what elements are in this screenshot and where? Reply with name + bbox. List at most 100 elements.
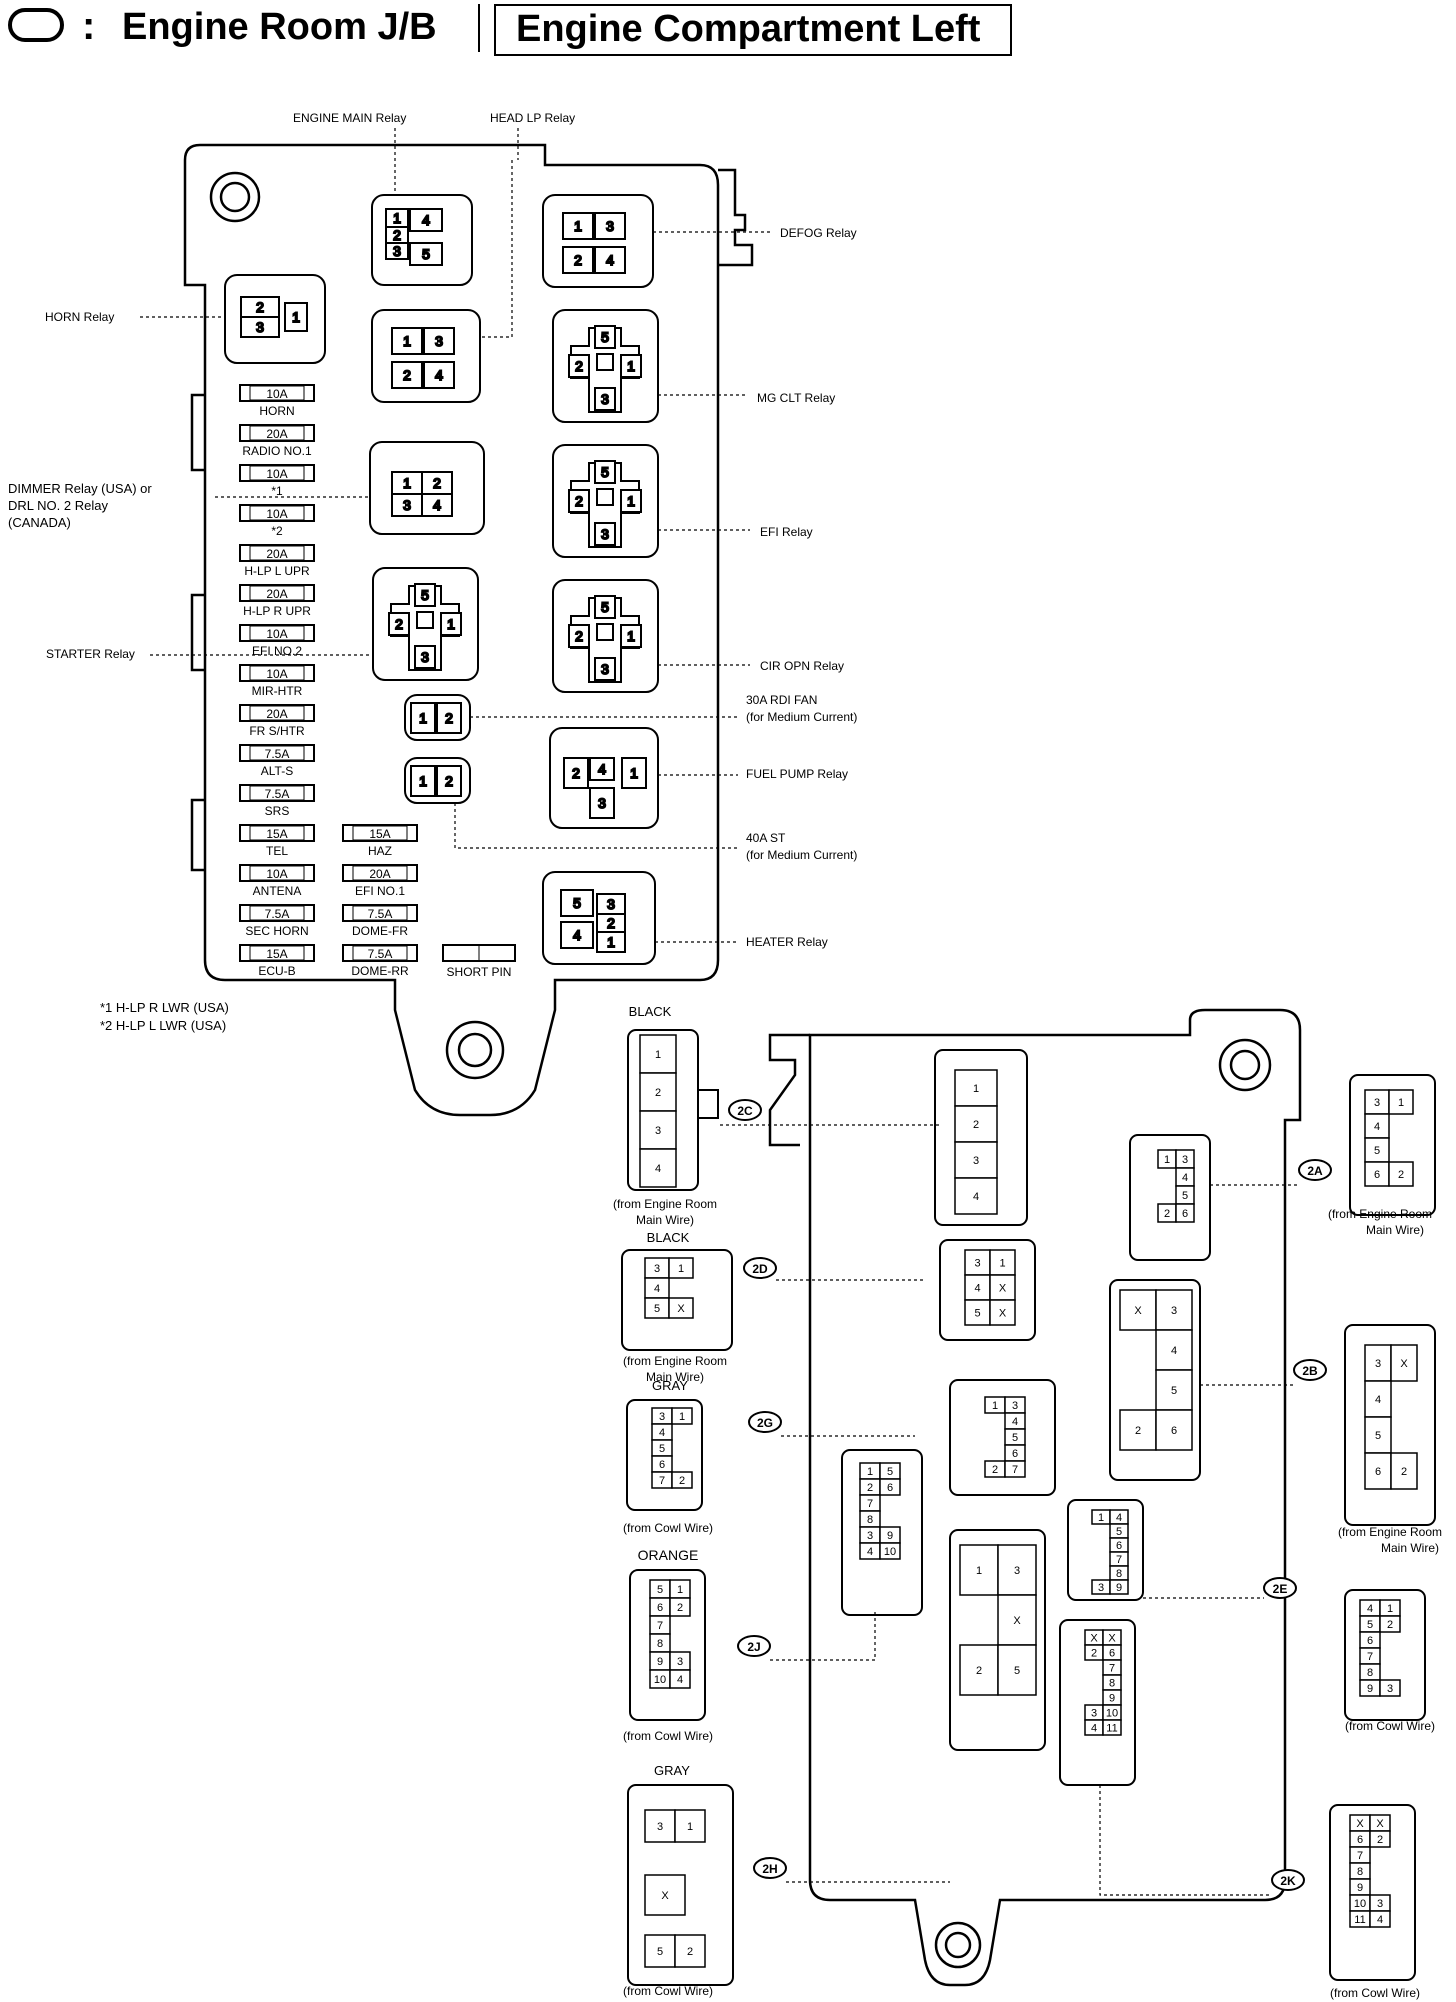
connector-2h-low-pin-label: 5 <box>657 1946 663 1958</box>
fuse-fr-s-htr-inner <box>249 705 305 721</box>
badge-2g: 2G <box>748 1411 782 1433</box>
connector-2b-from-2: Main Wire) <box>1381 1541 1439 1555</box>
connector-2b-pin-label: 2 <box>1401 1466 1407 1478</box>
fuse-dome-rr-amp: 7.5A <box>368 947 393 961</box>
fuse-alt-s-body <box>239 744 315 762</box>
jb-socket-2a-pin-label: 4 <box>1182 1172 1188 1184</box>
connector-2k-pin-label: 6 <box>1357 1834 1363 1846</box>
jb-socket-2d-pin-label: X <box>999 1308 1007 1320</box>
cir-opn-relay-pin-box <box>594 595 616 619</box>
lower-jb-hole-a-outer <box>1218 1038 1272 1092</box>
jb-socket-2h-pin-label: 1 <box>976 1565 982 1577</box>
jb-socket-2g-pin-label: 4 <box>1012 1416 1018 1428</box>
jb-socket-2c-pin <box>954 1177 998 1215</box>
jb-socket-2c-pin-label: 3 <box>973 1155 979 1167</box>
connector-2e-pin-label: 6 <box>1367 1635 1373 1647</box>
fuel-pump-relay-pin-box <box>589 757 615 781</box>
fuel-pump-relay-pin-label: 3 <box>598 795 606 811</box>
head-lp-relay-pin-label: 4 <box>435 367 443 383</box>
fuse-mir-htr-amp: 10A <box>266 667 287 681</box>
fuse-fr-s-htr-body <box>239 704 315 722</box>
badge-2c-oval <box>728 1099 762 1121</box>
jb-socket-2h-pin <box>959 1544 999 1596</box>
heater-relay-pin-box <box>596 931 626 953</box>
fuse-dome-fr-inner <box>352 905 408 921</box>
connector-2d-pin-label: 1 <box>678 1263 684 1275</box>
fuse-antena-amp: 10A <box>266 867 287 881</box>
fuse-sec-horn-amp: 7.5A <box>265 907 290 921</box>
connector-2a-pin-label: 2 <box>1398 1169 1404 1181</box>
jb-socket-2k-pin-label: 6 <box>1109 1648 1115 1660</box>
jb-socket-2a-pin-label: 5 <box>1182 1190 1188 1202</box>
connector-2b-pin-label: 6 <box>1375 1466 1381 1478</box>
badge-2j: 2J <box>737 1635 771 1657</box>
st-fuse-outline <box>404 757 471 804</box>
fuse--1-name: *1 <box>271 484 283 498</box>
fuse-efi-no-2-amp: 10A <box>266 627 287 641</box>
jb-socket-2h-pin-label: 2 <box>976 1665 982 1677</box>
fuse--2: 10A*2 <box>239 504 315 538</box>
dimmer-relay-pin-box <box>421 493 453 517</box>
badge-2g-text: 2G <box>757 1416 773 1430</box>
jb-socket-2a-pin-label: 6 <box>1182 1208 1188 1220</box>
engine-main-relay-pin-label: 1 <box>393 210 401 226</box>
defog-relay-pin-label: 2 <box>574 252 582 268</box>
fuse--1-amp: 10A <box>266 467 287 481</box>
connector-2b-pin <box>1364 1416 1392 1454</box>
horn-relay-pin-label: 3 <box>256 319 264 335</box>
upper-jb-outline <box>183 143 720 1117</box>
fuel-pump-relay-outline <box>549 727 659 829</box>
jb-socket-2g-pin-label: 3 <box>1012 1400 1018 1412</box>
jb-socket-2a-pin <box>1175 1203 1195 1223</box>
connector-2a-pin <box>1364 1137 1390 1163</box>
lower-mount-hole-outer <box>445 1020 505 1080</box>
connector-2k-leader <box>1099 1785 1272 1896</box>
horn-relay: 231 <box>224 274 326 364</box>
cir-opn-relay-outline <box>552 579 659 693</box>
connector-2c-pin-label: 2 <box>655 1087 661 1099</box>
fuse-radio-no-1-inner <box>249 425 305 441</box>
connector-2k-pin <box>1369 1910 1391 1928</box>
jb-socket-2j-pin-label: 3 <box>867 1530 873 1542</box>
mg-clt-relay-cross <box>570 327 640 413</box>
connector-2g-pin-label: 2 <box>679 1475 685 1487</box>
connector-2h-from: (from Cowl Wire) <box>623 1984 713 1998</box>
st-fuse-pin-box <box>410 765 436 797</box>
st-label: 40A ST <box>746 831 786 845</box>
dimmer-relay-label-2: DRL NO. 2 Relay <box>8 498 108 513</box>
fuse--2-name: *2 <box>271 524 283 538</box>
jb-socket-2e-pin-label: 8 <box>1116 1568 1122 1580</box>
st-fuse-pin-label: 1 <box>419 773 427 789</box>
mg-clt-relay-outline <box>552 309 659 423</box>
starter-relay-pin-label: 2 <box>395 616 403 632</box>
connector-2b-pin-label: X <box>1400 1358 1408 1370</box>
head-lp-relay-pin-box <box>423 361 455 389</box>
horn-relay-pin-label: 1 <box>292 309 300 325</box>
jb-socket-2b-pin-label: 3 <box>1171 1305 1177 1317</box>
connector-2d-pin <box>668 1257 694 1279</box>
engine-main-relay-pin-label: 2 <box>393 227 401 243</box>
fuse-sec-horn-inner <box>249 905 305 921</box>
badge-2a-oval <box>1298 1159 1332 1181</box>
connector-2j-pin-label: 7 <box>657 1620 663 1632</box>
connector-2h-pin-label: 1 <box>687 1821 693 1833</box>
efi-relay-pin-box <box>594 460 616 484</box>
fuse-sec-horn-name: SEC HORN <box>245 924 308 938</box>
connector-2b-pin-label: 4 <box>1375 1394 1381 1406</box>
